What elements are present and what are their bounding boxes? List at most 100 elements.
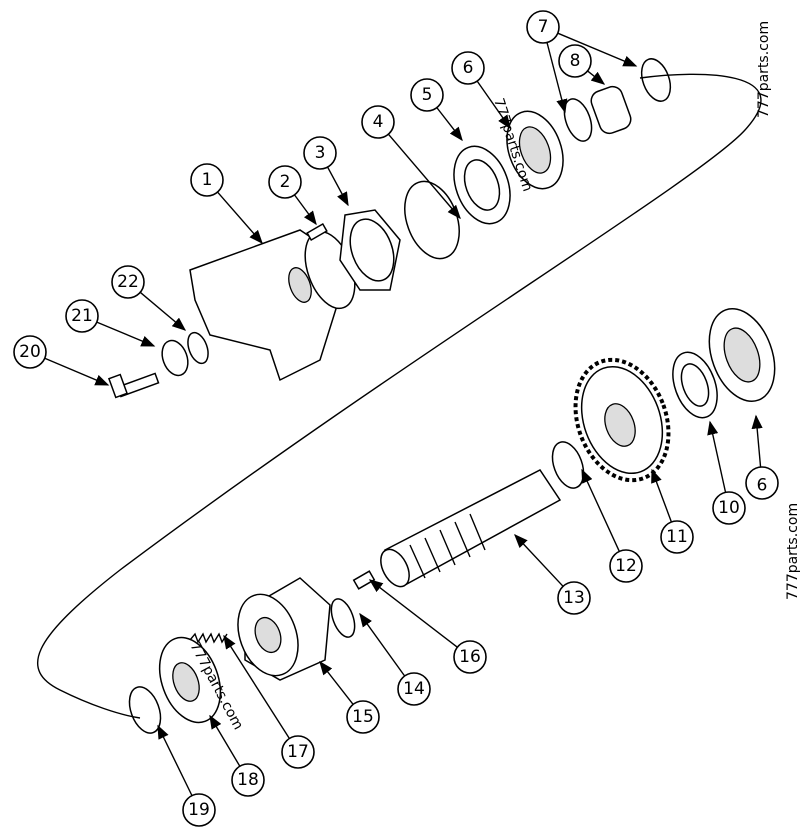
leader-line <box>359 612 406 677</box>
part-washer-21 <box>161 339 189 377</box>
callout-circle <box>190 163 224 197</box>
callout-10: 10 <box>707 420 746 525</box>
callout-number: 14 <box>403 679 425 699</box>
callout-number: 16 <box>459 647 481 667</box>
callout-2: 2 <box>268 165 317 226</box>
leader-line <box>96 321 156 347</box>
callout-number: 7 <box>538 17 549 37</box>
callout-6: 6 <box>451 51 511 130</box>
part-gear-11 <box>573 357 671 483</box>
part-bearing-6 <box>506 110 564 190</box>
part-snap-ring-19 <box>128 686 162 734</box>
callout-circle <box>231 763 265 797</box>
leader-line <box>368 579 458 648</box>
callout-number: 22 <box>117 272 139 292</box>
leader-line <box>514 533 564 587</box>
callout-number: 1 <box>202 170 213 190</box>
part-spring-17 <box>189 632 228 644</box>
callout-number: 17 <box>287 742 309 762</box>
callout-circle <box>609 549 643 583</box>
callout-17: 17 <box>223 634 315 769</box>
leader-line <box>139 291 187 331</box>
callout-number: 12 <box>615 556 637 576</box>
part-bolt-2 <box>306 223 328 241</box>
callout-circle <box>13 335 47 369</box>
callout-19: 19 <box>157 724 216 827</box>
callout-circle <box>346 700 380 734</box>
callout-5: 5 <box>410 78 463 142</box>
leader-line <box>581 468 620 552</box>
callout-number: 4 <box>373 112 384 132</box>
callout-circle <box>268 165 302 199</box>
callout-21: 21 <box>65 299 156 347</box>
callout-circle <box>526 10 560 44</box>
callout-16: 16 <box>368 579 487 674</box>
callout-circle <box>281 735 315 769</box>
callout-number: 9 <box>757 473 768 493</box>
callout-3: 3 <box>303 136 349 207</box>
part-snap-rings-7 <box>563 58 672 142</box>
leader-line <box>319 660 354 705</box>
part-housing-3 <box>339 209 401 291</box>
leader-line <box>326 166 349 207</box>
part-shaft-13 <box>380 469 562 588</box>
leader-line <box>546 42 568 114</box>
leader-line <box>651 468 673 523</box>
part-spring-16 <box>352 570 376 590</box>
callout-circle <box>397 672 431 706</box>
callout-number: 2 <box>280 172 291 192</box>
part-hub-15 <box>237 577 331 681</box>
leader-line <box>209 714 241 767</box>
leader-line <box>557 32 638 67</box>
leader-line <box>216 191 263 245</box>
callout-number: 10 <box>718 498 740 518</box>
callout-number: 13 <box>563 588 585 608</box>
leader-line <box>157 724 193 796</box>
callout-circle <box>361 105 395 139</box>
callout-11: 11 <box>651 468 694 554</box>
assembly-loop-line <box>36 73 762 719</box>
part-oring-22 <box>187 331 209 365</box>
callout-circle <box>712 491 746 525</box>
part-spacer-10 <box>672 351 718 419</box>
callout-circle <box>410 78 444 112</box>
callout-circle <box>451 51 485 85</box>
callout-number: 3 <box>315 143 326 163</box>
callout-circle <box>453 640 487 674</box>
part-bearing-9 <box>708 307 776 403</box>
leader-line <box>476 80 511 130</box>
callout-circle <box>182 793 216 827</box>
callout-1: 1 <box>190 163 263 245</box>
callout-7: 7 <box>526 10 638 114</box>
callout-12: 12 <box>581 468 643 583</box>
callout-number: 21 <box>71 306 93 326</box>
watermark-2: 777parts.com <box>756 21 772 118</box>
part-oring-14 <box>330 598 356 638</box>
callout-15: 15 <box>319 660 380 734</box>
leader-line <box>707 420 727 493</box>
callout-circle <box>660 520 694 554</box>
callout-4: 4 <box>361 105 461 220</box>
part-oring-12 <box>551 441 585 489</box>
callout-circle <box>745 466 779 500</box>
watermark-3: 777parts.com <box>785 503 800 600</box>
part-bolt-20 <box>107 372 160 399</box>
part-yoke <box>189 229 356 382</box>
callout-circle <box>111 265 145 299</box>
callout-13: 13 <box>514 533 591 615</box>
callout-22: 22 <box>111 265 187 331</box>
callout-circle <box>558 44 592 78</box>
leader-line <box>436 107 463 142</box>
leader-line <box>387 133 461 220</box>
leader-line <box>751 414 763 468</box>
callout-number: 11 <box>666 527 688 547</box>
callout-number: 18 <box>237 770 259 790</box>
part-seal-5 <box>453 145 511 225</box>
callout-number: 8 <box>570 51 581 71</box>
leader-line <box>223 634 290 739</box>
leader-line <box>293 194 317 226</box>
callout-9: 9 <box>745 414 779 500</box>
callout-circle <box>557 581 591 615</box>
callout-8: 8 <box>558 44 606 85</box>
